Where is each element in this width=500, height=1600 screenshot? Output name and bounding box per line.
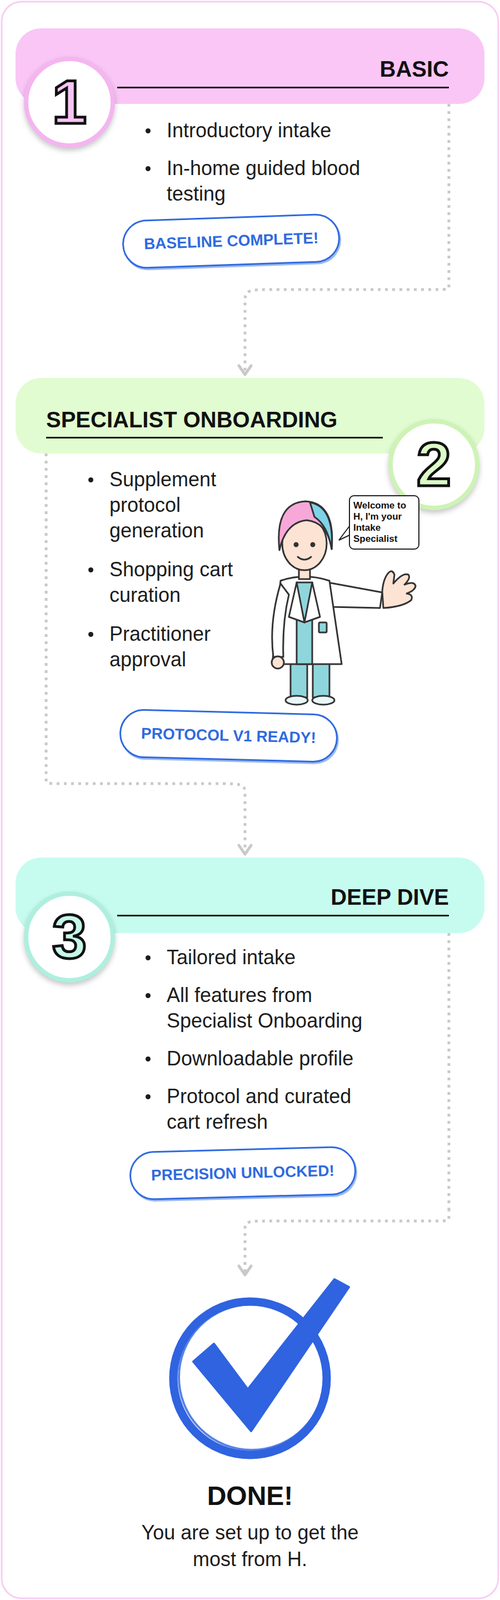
bullet-item: Tailored intake	[166, 944, 384, 970]
doctor-coat	[272, 576, 342, 665]
bullet-list: Supplement protocol generationShopping c…	[109, 466, 249, 686]
bullet-item: Shopping cart curation	[109, 556, 249, 608]
doctor-eye	[311, 542, 315, 547]
doctor-lapel	[288, 582, 305, 623]
check-icon	[122, 1277, 378, 1467]
section-heading: SPECIALIST ONBOARDING	[46, 406, 338, 433]
bullet-dot	[88, 477, 94, 483]
doctor-arm	[272, 583, 289, 657]
bullet-dot	[88, 631, 94, 637]
doctor-shoe	[312, 695, 335, 705]
section-heading: DEEP DIVE	[330, 883, 449, 910]
badge-text: PROTOCOL V1 READY!	[141, 723, 317, 748]
bullet-item: In-home guided blood testing	[166, 155, 384, 207]
step-section: DEEP DIVE Tailored intakeAll features fro…	[15, 857, 485, 1209]
dotted-trail	[447, 103, 451, 278]
heading-rule	[117, 914, 449, 917]
doctor-eye	[294, 542, 298, 547]
bullet-text: Downloadable profile	[166, 1045, 384, 1072]
flow-connector	[46, 771, 245, 854]
done-message: You are set up to get the most from H.	[122, 1518, 378, 1573]
section-heading: BASIC	[380, 56, 449, 82]
bullet-text: All features from Specialist Onboarding	[166, 982, 384, 1034]
bullet-item: All features from Specialist Onboarding	[166, 982, 384, 1034]
badge-text: PRECISION UNLOCKED!	[151, 1161, 335, 1185]
status-badge: PRECISION UNLOCKED!	[128, 1145, 357, 1201]
bullet-list: Tailored intakeAll features from Special…	[166, 944, 384, 1147]
doctor-hair	[278, 501, 333, 550]
step-number: 2	[416, 433, 452, 496]
step-number-circle: 3	[21, 888, 118, 985]
doctor-hand	[382, 571, 416, 608]
bullet-text: Protocol and curated cart refresh	[166, 1083, 384, 1135]
bullet-text: Tailored intake	[166, 944, 384, 970]
step-section: BASIC Introductory intakeIn-home guided b…	[15, 28, 485, 278]
bullet-item: Protocol and curated cart refresh	[166, 1083, 384, 1135]
bullet-text: Introductory intake	[166, 117, 384, 144]
bullet-dot	[145, 992, 151, 998]
step-number-circle: 1	[21, 54, 118, 150]
bullet-item: Practitioner approval	[109, 621, 249, 673]
flow-connector	[245, 277, 449, 375]
status-badge: BASELINE COMPLETE!	[121, 212, 342, 270]
bullet-dot	[145, 1056, 151, 1062]
badge-text: BASELINE COMPLETE!	[143, 228, 319, 254]
number-circle-outline	[26, 58, 113, 146]
bullet-list: Introductory intakeIn-home guided blood …	[166, 117, 384, 219]
doctor-shoe	[285, 695, 308, 705]
heading-rule	[46, 436, 383, 439]
number-circle-outline	[26, 893, 113, 980]
speech-bubble: Welcome to H, I'm your Intake Specialist	[348, 495, 420, 550]
done-block: DONE! You are set up to get the most from…	[122, 1277, 378, 1573]
step-section: SPECIALIST ONBOARDING Supplement protocol…	[15, 377, 485, 772]
doctor-sleeve	[327, 582, 383, 608]
bullet-item: Supplement protocol generation	[109, 466, 249, 544]
bullet-text: Supplement protocol generation	[109, 466, 249, 544]
flow-connector	[245, 1208, 449, 1275]
doctor-smile	[297, 556, 312, 560]
bullet-dot	[145, 166, 151, 172]
bullet-dot	[145, 128, 151, 134]
heading-rule	[117, 86, 449, 89]
bubble-text: Welcome to H, I'm your Intake Specialist	[353, 500, 415, 545]
step-number: 3	[52, 905, 87, 968]
doctor-lapel	[304, 582, 320, 623]
check-mark	[193, 1278, 349, 1431]
dotted-trail	[447, 932, 451, 1209]
step-number: 1	[52, 71, 87, 134]
bullet-text: Shopping cart curation	[109, 556, 249, 608]
status-badge: PROTOCOL V1 READY!	[118, 708, 339, 763]
bullet-text: Practitioner approval	[109, 621, 249, 673]
doctor-hair-streak	[310, 502, 333, 549]
bullet-text: In-home guided blood testing	[166, 155, 384, 207]
bullet-item: Introductory intake	[166, 117, 384, 144]
doctor-hand	[271, 656, 284, 669]
bullet-dot	[145, 1093, 151, 1099]
bullet-item: Downloadable profile	[166, 1045, 384, 1072]
done-heading: DONE!	[122, 1480, 378, 1512]
doctor-pin	[318, 622, 327, 633]
dotted-trail	[45, 453, 48, 772]
bullet-dot	[145, 955, 151, 960]
bullet-dot	[88, 567, 94, 573]
